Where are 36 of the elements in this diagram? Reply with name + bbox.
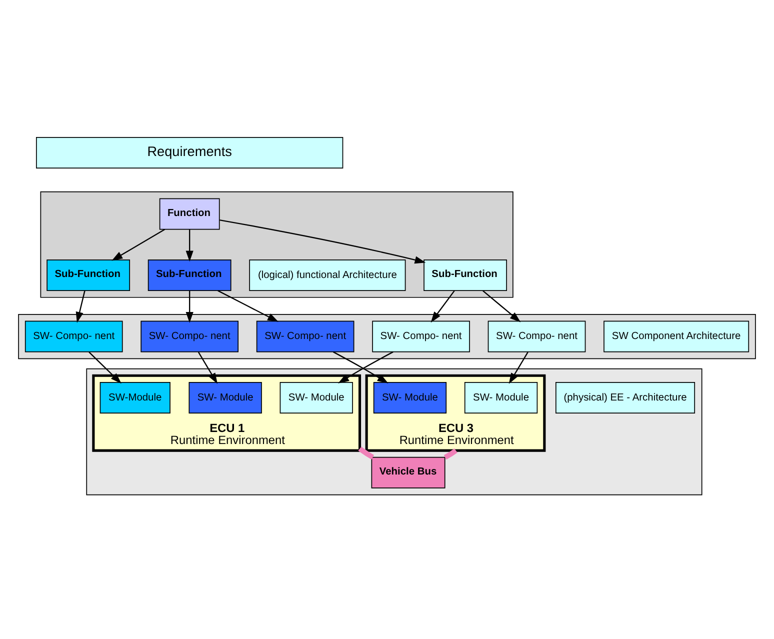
- node-box: Sub-Function: [148, 260, 232, 291]
- node-box: Vehicle Bus: [371, 456, 446, 488]
- node-box: (physical) EE - Architecture: [555, 382, 696, 414]
- node-box: SW-Module: [100, 382, 170, 414]
- connector: [444, 448, 458, 460]
- node-box: (logical) functional Architecture: [249, 260, 406, 291]
- node-box: SW- Compo- nent: [372, 320, 470, 352]
- arrow: [198, 352, 218, 384]
- arrow: [186, 230, 194, 262]
- node-box: Sub-Function: [46, 260, 130, 291]
- node-box: SW Component Architecture: [604, 320, 750, 352]
- arrow: [338, 351, 394, 384]
- node-box: SW- Module: [373, 382, 447, 414]
- cluster: [40, 191, 514, 298]
- node-box: SW- Compo- nent: [140, 320, 239, 352]
- node-box: SW- Module: [280, 382, 353, 414]
- arrow: [218, 290, 278, 322]
- node-box: SW- Compo- nent: [256, 320, 354, 352]
- cluster: [86, 368, 702, 496]
- arrow: [186, 290, 194, 323]
- node-box: SW- Module: [188, 382, 262, 414]
- arrow: [220, 219, 426, 264]
- arrow: [430, 290, 455, 323]
- node-box: SW- Compo- nent: [488, 320, 586, 352]
- connector: [358, 446, 374, 460]
- arrow: [112, 228, 166, 261]
- arrow: [482, 290, 521, 322]
- node-box: SW- Compo- nent: [24, 320, 123, 352]
- arrow: [332, 351, 388, 384]
- arrow: [88, 352, 122, 384]
- arrow: [76, 290, 86, 323]
- node-box: Sub-Function: [424, 260, 507, 291]
- arrow: [508, 352, 528, 384]
- node-box: SW- Module: [464, 382, 538, 414]
- node-box: Requirements: [36, 136, 344, 168]
- node-box: Function: [159, 198, 220, 230]
